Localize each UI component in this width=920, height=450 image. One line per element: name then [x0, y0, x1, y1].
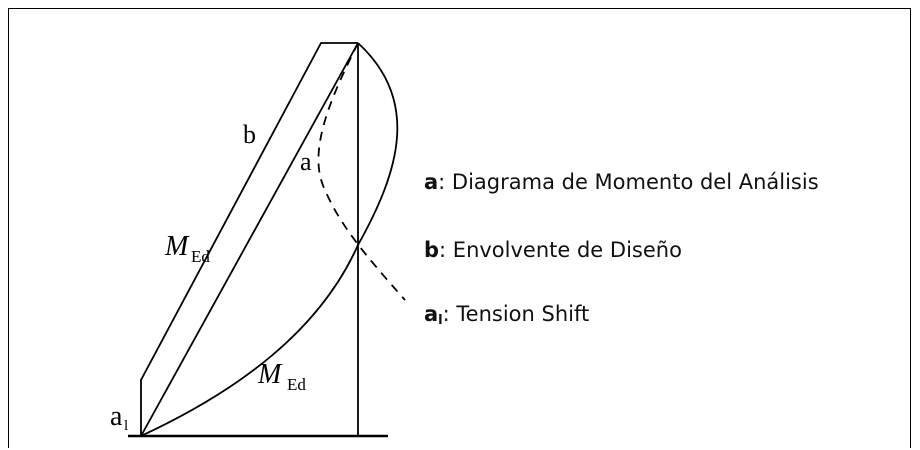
- legend-key: al: [424, 302, 443, 328]
- legend-text: : Envolvente de Diseño: [439, 238, 682, 262]
- legend-text: : Diagrama de Momento del Análisis: [438, 170, 819, 194]
- envelope-inner-line: [140, 42, 359, 437]
- label-m-ed-right-sub: Ed: [287, 375, 306, 394]
- label-a1-sub: l: [124, 418, 128, 434]
- legend-text: : Tension Shift: [442, 302, 590, 326]
- shifted-moment-curve-dashed: [317, 42, 406, 301]
- legend-key: b: [424, 238, 440, 262]
- legend-item-analysis-moment: a: Diagrama de Momento del Análisis: [424, 170, 819, 194]
- diagram-frame: [8, 8, 911, 448]
- label-a1: a: [110, 401, 123, 432]
- envelope-outer-outline: [140, 42, 358, 436]
- legend-key: a: [424, 170, 439, 194]
- label-m-ed-left-sub: Ed: [191, 247, 210, 266]
- analysis-moment-curve: [140, 42, 399, 437]
- legend-item-design-envelope: b: Envolvente de Diseño: [424, 238, 682, 262]
- label-m-ed-right: M: [257, 359, 283, 390]
- label-b: b: [243, 120, 256, 149]
- label-a: a: [300, 147, 312, 176]
- label-m-ed-left: M: [164, 231, 190, 262]
- legend-item-tension-shift: al: Tension Shift: [424, 302, 589, 328]
